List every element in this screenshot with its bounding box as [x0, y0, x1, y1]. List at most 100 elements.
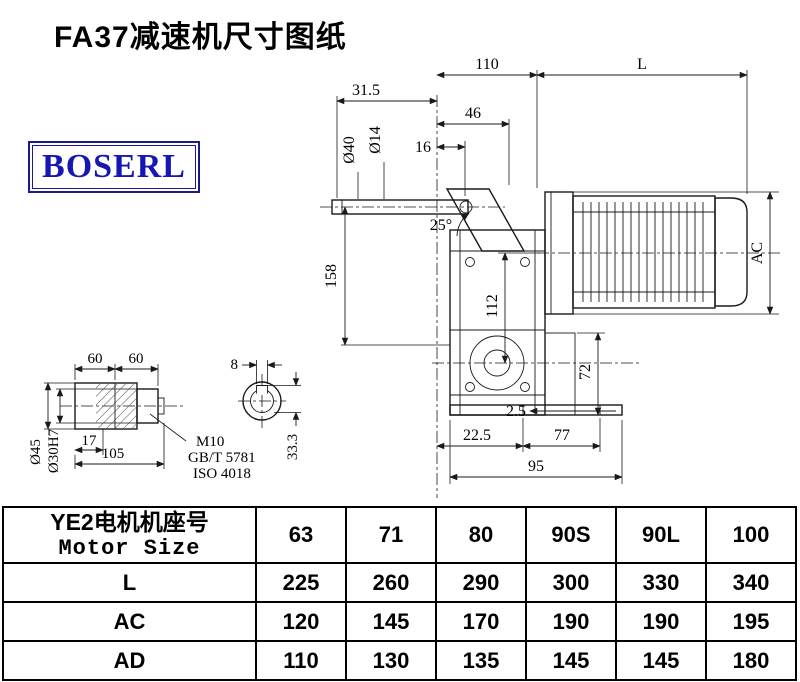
ext-lines: [267, 385, 301, 413]
header-label-cn: YE2电机机座号: [50, 509, 209, 536]
dim-60-left: 60: [74, 351, 116, 380]
dim-dia40: Ø40: [341, 136, 359, 199]
motor-size-cell: 100: [705, 506, 797, 564]
keyway-mask: [256, 385, 268, 394]
dim-72-label: 72: [577, 364, 594, 380]
centerlines: [60, 95, 780, 498]
value-cell: 135: [435, 640, 527, 681]
header-label-en: Motor Size: [58, 535, 201, 561]
dim-31-5-label: 31.5: [352, 82, 380, 99]
output-bore-outer: [469, 335, 525, 391]
motor-size-cell: 90S: [525, 506, 617, 564]
row-label: AD: [2, 640, 257, 681]
dim-8: 8: [231, 357, 282, 384]
motor-fan-cover: [714, 197, 748, 307]
value-cell: 190: [525, 601, 617, 642]
motor-body-lines: [573, 211, 715, 293]
boserl-logo: BOSERL: [28, 141, 200, 193]
motor-size-cell: 71: [345, 506, 437, 564]
motor-body: [572, 195, 716, 309]
housing-bolt-hole-4: [520, 382, 530, 392]
dim-L: L: [536, 56, 748, 194]
dim-110-label: 110: [475, 56, 498, 73]
page-title: FA37减速机尺寸图纸: [54, 21, 347, 54]
angle-arc: [456, 212, 470, 237]
value-cell: 120: [255, 601, 347, 642]
dim-158-label: 158: [323, 264, 340, 288]
dim-22-5-label: 22.5: [463, 427, 491, 444]
ext-lines: [56, 388, 137, 424]
dim-46: 46: [436, 105, 510, 185]
dim-AC: AC: [573, 191, 779, 315]
shaft-detail-view: [74, 382, 165, 430]
ext-lines: [573, 191, 779, 315]
dim-33-3-label: 33.3: [285, 434, 301, 460]
dim-105: 105: [74, 423, 165, 469]
output-bore-inner: [483, 349, 511, 377]
dim-105-label: 105: [102, 446, 125, 462]
mounting-foot: [449, 404, 623, 416]
value-cell: 290: [435, 562, 527, 603]
housing-bolt-hole-3: [465, 382, 475, 392]
dim-dia45-label: Ø45: [28, 439, 44, 465]
value-cell: 260: [345, 562, 437, 603]
shaft-end-notes: M10 GB/T 5781 ISO 4018: [149, 413, 256, 482]
dim-95-label: 95: [528, 458, 544, 475]
value-cell: 110: [255, 640, 347, 681]
row-label: AC: [2, 601, 257, 642]
dim-angle-25: 25°: [430, 212, 470, 237]
value-cell: 190: [615, 601, 707, 642]
angled-flange-plate: [445, 188, 526, 252]
bore-outer-circle: [242, 381, 282, 421]
leader-line: [149, 413, 187, 442]
value-cell: 145: [615, 640, 707, 681]
housing-detail-lines: [450, 230, 545, 415]
value-cell: 145: [525, 640, 617, 681]
value-cell: 145: [345, 601, 437, 642]
dim-112: 112: [484, 252, 540, 364]
value-cell: 180: [705, 640, 797, 681]
motor-size-header-cell: YE2电机机座号 Motor Size: [2, 506, 257, 564]
dim-33-3: 33.3: [267, 372, 301, 460]
dim-8-label: 8: [231, 357, 239, 373]
bore-section-view: [242, 381, 282, 421]
dim-17-label: 17: [82, 433, 98, 449]
dim-angle-label: 25°: [430, 217, 452, 234]
motor-size-cell: 63: [255, 506, 347, 564]
keyway-slot: [256, 385, 268, 394]
note-m10-label: M10: [196, 434, 224, 450]
dim-dia40-label: Ø40: [341, 136, 358, 164]
dim-72: 72: [577, 332, 605, 416]
value-cell: 130: [345, 640, 437, 681]
boserl-logo-frame: BOSERL: [32, 145, 196, 189]
shaft-hatching: [96, 384, 136, 428]
housing-lower-extension: [544, 332, 576, 416]
boserl-logo-text: BOSERL: [42, 148, 186, 185]
dim-dia45: Ø45: [28, 382, 75, 465]
dim-110: 110: [436, 56, 538, 188]
dim-2-5: 2.5: [506, 403, 616, 420]
dim-16-label: 16: [415, 139, 431, 156]
value-cell: 195: [705, 601, 797, 642]
dim-17: 17: [74, 429, 104, 455]
motor-size-cell: 90L: [615, 506, 707, 564]
housing-bolt-hole-2: [520, 257, 530, 267]
value-cell: 300: [525, 562, 617, 603]
end-bolt: [157, 397, 165, 415]
dim-dia14-label: Ø14: [367, 126, 384, 154]
dim-dia30h7-label: Ø30H7: [46, 428, 62, 473]
dim-31-5: 31.5: [336, 82, 438, 198]
dim-158: 158: [323, 206, 450, 346]
table-header-row: YE2电机机座号 Motor Size 63 71 80 90S 90L 100: [2, 506, 797, 564]
spec-table: YE2电机机座号 Motor Size 63 71 80 90S 90L 100…: [2, 506, 797, 681]
dim-60-left-label: 60: [88, 351, 103, 367]
dim-2-5-label: 2.5: [506, 403, 526, 420]
dim-46-label: 46: [465, 105, 481, 122]
table-row-AD: AD 110 130 135 145 145 180: [2, 640, 797, 681]
table-row-AC: AC 120 145 170 190 190 195: [2, 601, 797, 642]
dim-dia30h7: Ø30H7: [46, 388, 137, 473]
dim-dia14: Ø14: [367, 126, 385, 199]
dimension-drawing: 110 L 31.5 46 16 Ø40 Ø14: [28, 56, 780, 498]
dim-60-right-label: 60: [129, 351, 144, 367]
